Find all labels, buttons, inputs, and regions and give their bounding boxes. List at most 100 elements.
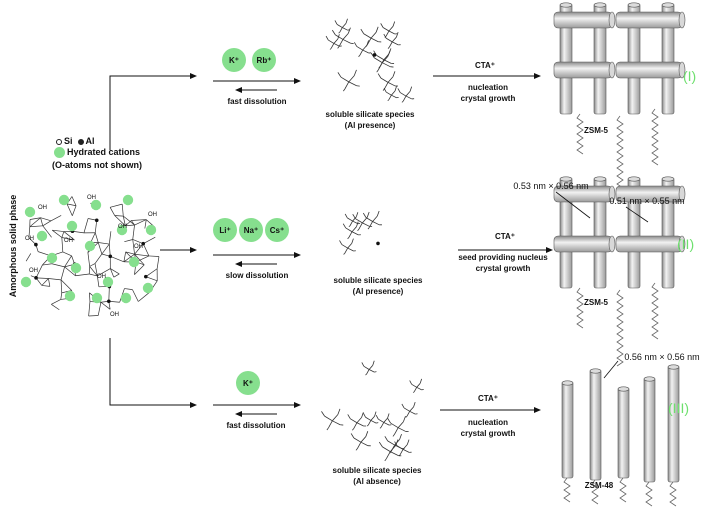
network-bond (97, 302, 102, 316)
silicate-tetrahedron (363, 411, 379, 427)
template-label: CTA⁺ (474, 61, 496, 70)
silicate-tetrahedron (354, 40, 372, 57)
al-atom (34, 276, 38, 280)
network-bond (132, 224, 135, 240)
network-bond (125, 224, 135, 227)
legend-si-text: Si (64, 136, 73, 146)
network-bond (108, 231, 112, 245)
product-label: ZSM-5 (584, 126, 608, 135)
cation-badge: K⁺ (222, 48, 246, 72)
network-bond (87, 252, 91, 267)
network-bond (72, 230, 84, 234)
si-dot-icon (56, 138, 62, 145)
network-bond (110, 268, 115, 278)
surfactant-chain (616, 115, 624, 193)
network-bond (52, 229, 63, 238)
oh-label: OH (118, 224, 127, 230)
oh-label: OH (134, 244, 143, 250)
silicate-tetrahedron (383, 86, 399, 101)
network-bond (60, 266, 65, 280)
hydrated-cation (58, 194, 70, 206)
al-dot-icon (77, 138, 84, 145)
oh-label: OH (97, 274, 106, 280)
hydrated-cation (90, 199, 102, 211)
network-bond (114, 215, 124, 217)
silicate-tetrahedron (380, 21, 398, 38)
hydrated-cation (102, 276, 114, 288)
network-bond (48, 278, 62, 281)
hydrated-cation (24, 206, 36, 218)
silicate-tetrahedron (370, 50, 394, 73)
network-bond (132, 289, 139, 302)
hydrated-cation (128, 256, 140, 268)
network-bond (100, 301, 111, 310)
network-bond (110, 203, 123, 208)
hydrated-cation (46, 252, 58, 264)
network-bond (134, 253, 145, 266)
silicate-tetrahedron (331, 27, 354, 49)
dissolution-label: fast dissolution (227, 97, 287, 106)
legend-al-text: Al (85, 136, 95, 146)
step-label: crystal growth (475, 264, 531, 273)
hydrated-cation (120, 292, 132, 304)
network-bond (61, 231, 65, 238)
network-bond (51, 304, 60, 311)
silicate-tetrahedron (325, 34, 342, 50)
silicate-species (321, 18, 424, 462)
surfactant-chain (576, 287, 584, 329)
hydrated-cation (142, 282, 154, 294)
surfactant-chain (616, 289, 624, 367)
silicate-tetrahedron (409, 378, 424, 393)
hydrated-cation (145, 224, 157, 236)
network-bond (125, 251, 135, 255)
route-numeral: (II) (677, 236, 695, 252)
pore-channel (589, 369, 602, 481)
template-label: CTA⁺ (494, 232, 516, 241)
network-bond (143, 236, 156, 244)
surfactant-chain (669, 481, 677, 507)
template-label: CTA⁺ (477, 394, 499, 403)
condition-label: (Al presence) (344, 121, 396, 130)
network-bond (40, 217, 44, 226)
pore-size-label: 0.53 nm × 0.56 nm (513, 181, 589, 191)
silicate-tetrahedron (387, 415, 409, 437)
product-label: ZSM-5 (584, 298, 608, 307)
surfactant-chain (651, 282, 659, 340)
network-bond (29, 225, 43, 228)
network-bond (75, 273, 90, 277)
network-bond (89, 292, 91, 302)
network-bond (41, 278, 49, 286)
network-bond (131, 220, 135, 226)
condition-label: (Al absence) (353, 477, 401, 486)
network-bond (35, 264, 43, 279)
cation-badge: Li⁺ (213, 218, 237, 242)
network-bond (132, 239, 135, 255)
al-atom (141, 241, 146, 246)
network-bond (122, 216, 126, 226)
species-label: soluble silicate species (333, 276, 423, 285)
al-atom (376, 241, 380, 246)
al-atom (144, 274, 148, 279)
network-bond (60, 292, 63, 300)
network-bond (52, 229, 64, 232)
pore-size-label: 0.56 nm × 0.56 nm (624, 352, 700, 362)
network-bond (145, 276, 158, 282)
silicate-tetrahedron (383, 32, 401, 49)
network-bond (113, 273, 120, 278)
step-label: nucleation (467, 83, 509, 92)
silicate-tetrahedron (334, 18, 350, 34)
network-bond (134, 264, 145, 275)
network-bond (28, 226, 31, 238)
silicate-tetrahedron (373, 48, 395, 69)
branch-lines (109, 73, 197, 408)
silicate-tetrahedron (337, 69, 360, 92)
network-bond (114, 215, 126, 227)
step-label: crystal growth (460, 94, 516, 103)
network-bond (97, 242, 103, 255)
species-label: soluble silicate species (325, 110, 415, 119)
al-atom (34, 242, 38, 247)
al-atom (107, 299, 111, 304)
step-label: crystal growth (460, 429, 516, 438)
silicate-tetrahedron (339, 238, 356, 255)
al-atom (108, 254, 113, 259)
